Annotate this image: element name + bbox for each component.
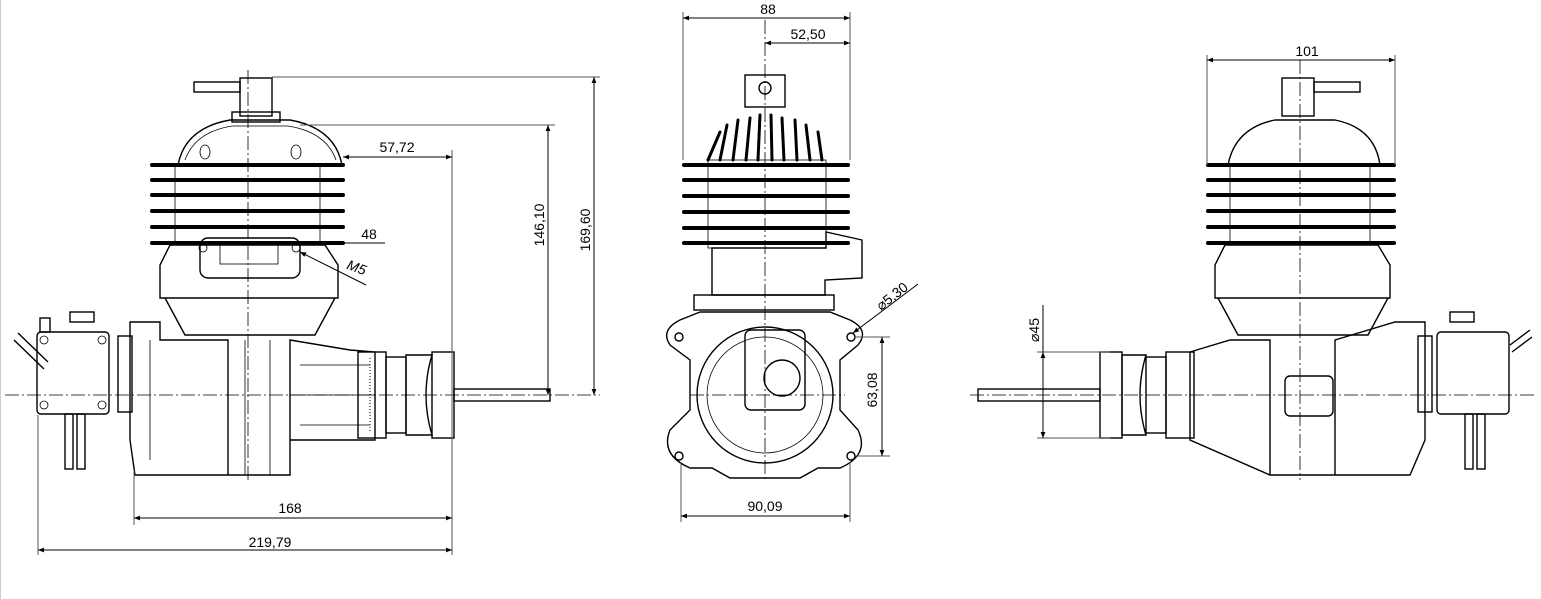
crankcase bbox=[1189, 321, 1433, 476]
head-fins bbox=[706, 113, 824, 162]
dimension-label: ⌀45 bbox=[1026, 318, 1042, 342]
leader-line bbox=[299, 251, 367, 286]
dimension-label: 169,60 bbox=[577, 208, 593, 251]
leader-line bbox=[852, 283, 919, 334]
dimension-label: 101 bbox=[1295, 43, 1319, 59]
rear-view: 101 ⌀45 bbox=[970, 43, 1535, 480]
dimension-label: 168 bbox=[278, 500, 302, 516]
dimension-label: 146,10 bbox=[531, 203, 547, 246]
carburetor bbox=[13, 311, 110, 470]
dimension-label: ⌀5,30 bbox=[873, 279, 911, 314]
carburetor bbox=[1436, 311, 1533, 470]
dimension-label: 52,50 bbox=[790, 26, 825, 42]
cylinder-base bbox=[159, 244, 339, 299]
cooling-fins bbox=[682, 159, 850, 249]
cooling-fins bbox=[150, 163, 345, 246]
carburetor bbox=[744, 329, 806, 411]
spark-plug bbox=[1281, 77, 1315, 117]
mount-hole bbox=[674, 332, 684, 342]
cylinder-head bbox=[1227, 119, 1381, 166]
cooling-fins bbox=[1206, 163, 1396, 246]
dimension-label: 219,79 bbox=[249, 534, 292, 550]
dimension-label: 48 bbox=[361, 226, 377, 242]
mount-plate bbox=[666, 311, 864, 479]
side-view: 57,72 146,10 169,60 48 M5 168 219,79 bbox=[5, 70, 600, 555]
mount-hole bbox=[846, 332, 856, 342]
spark-plug bbox=[193, 77, 281, 123]
dimension-label: 88 bbox=[760, 1, 776, 17]
mount-hole bbox=[674, 451, 684, 461]
exhaust-port bbox=[199, 237, 301, 279]
front-view: 88 52,50 ⌀5,30 63,08 90,09 bbox=[666, 1, 919, 522]
dimension-label: 90,09 bbox=[747, 498, 782, 514]
cylinder-head bbox=[177, 119, 343, 166]
mount-hole bbox=[846, 451, 856, 461]
crankcase bbox=[117, 321, 376, 476]
dimension-label: 63,08 bbox=[864, 372, 880, 407]
dimension-label: 57,72 bbox=[379, 139, 414, 155]
thread-label: M5 bbox=[345, 256, 369, 278]
